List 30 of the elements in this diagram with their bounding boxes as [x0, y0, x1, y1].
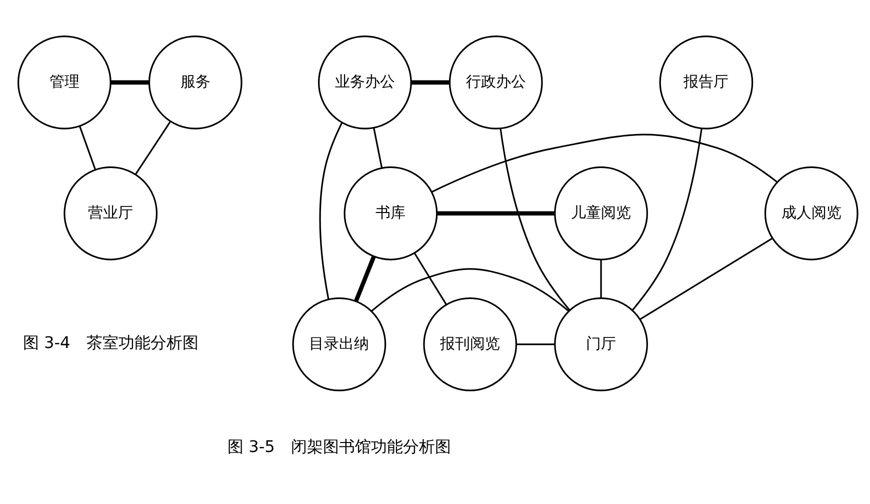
node-circle: 儿童阅览	[554, 166, 648, 260]
node-circle: 目录出纳	[292, 297, 386, 392]
node-circle: 报刊阅览	[422, 297, 517, 392]
connector	[372, 128, 382, 168]
label: 图 3-4 茶室功能分析图	[22, 333, 198, 352]
connector	[110, 80, 149, 85]
node-circle: 业务办公	[318, 36, 412, 130]
connector	[499, 128, 570, 311]
node-circle: 营业厅	[63, 166, 158, 260]
connector	[134, 121, 171, 175]
connector	[318, 122, 342, 300]
connector	[631, 128, 702, 311]
node-circle: 门厅	[554, 297, 648, 392]
node-circle: 成人阅览	[764, 166, 858, 260]
connector	[354, 256, 376, 302]
node-circle: 服务	[148, 36, 242, 130]
connector	[516, 344, 554, 346]
connector	[413, 252, 446, 306]
connector	[600, 260, 602, 298]
connector	[436, 211, 554, 216]
node-circle: 报告厅	[658, 36, 753, 130]
label: 图 3-5 闭架图书馆功能分析图	[226, 437, 450, 456]
node-circle: 书库	[343, 166, 438, 260]
connector	[370, 268, 569, 312]
node-circle: 行政办公	[448, 36, 542, 130]
connector	[78, 126, 96, 170]
connector	[410, 80, 450, 85]
node-circle: 管理	[17, 36, 111, 130]
connector	[639, 238, 772, 320]
connector	[431, 134, 777, 193]
